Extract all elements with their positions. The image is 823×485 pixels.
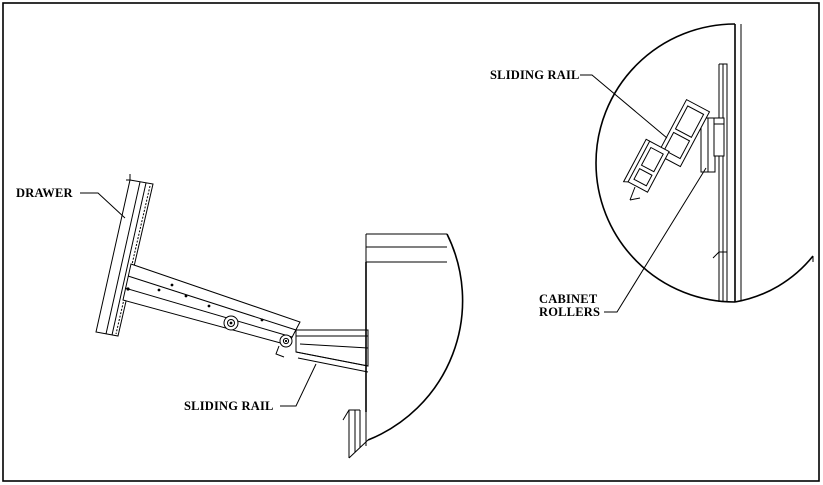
drawer-leader [80, 192, 126, 219]
label-sliding-rail-detail: SLIDING RAIL [490, 68, 580, 82]
label-rollers: ROLLERS [539, 305, 600, 319]
label-sliding-rail-main: SLIDING RAIL [184, 399, 274, 413]
drawer-panel [95, 174, 154, 337]
label-cabinet: CABINET [539, 292, 598, 306]
sliding-rail-detail-leader [580, 74, 668, 139]
sliding-rail-main [275, 329, 369, 373]
sliding-rail-main-leader [280, 363, 317, 407]
arm-roller [223, 315, 239, 331]
drawer-arm [122, 263, 301, 346]
cabinet-rollers-leader [604, 167, 707, 313]
cabinet [342, 233, 464, 459]
label-drawer: DRAWER [16, 186, 74, 200]
detail-view [595, 23, 814, 303]
